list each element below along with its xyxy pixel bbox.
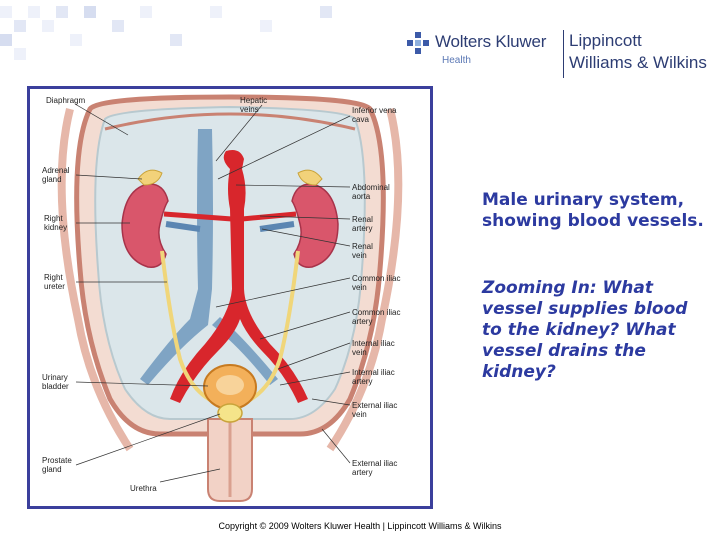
logo-divider — [563, 30, 564, 78]
figure-caption: Male urinary system, showing blood vesse… — [482, 190, 704, 231]
decor-square — [14, 20, 26, 32]
decor-square — [0, 34, 12, 46]
decor-square — [84, 6, 96, 18]
decor-square — [260, 20, 272, 32]
brand-secondary-line2: Williams & Wilkins — [569, 53, 707, 72]
decor-square — [320, 6, 332, 18]
brand-primary: Wolters Kluwer — [435, 32, 547, 51]
wolters-kluwer-logo-icon — [407, 32, 429, 54]
zooming-in-question: Zooming In: What vessel supplies blood t… — [482, 278, 688, 382]
label-diaphragm: Diaphragm — [46, 96, 85, 105]
decor-square — [70, 34, 82, 46]
brand-secondary-line1: Lippincott — [569, 31, 642, 50]
decor-square — [42, 20, 54, 32]
decor-square — [112, 20, 124, 32]
decor-square — [140, 6, 152, 18]
decor-square — [14, 48, 26, 60]
decor-square — [28, 6, 40, 18]
decor-square — [0, 6, 12, 18]
decor-square — [210, 6, 222, 18]
decor-square — [56, 6, 68, 18]
brand-sub: Health — [442, 55, 471, 66]
copyright-text: Copyright © 2009 Wolters Kluwer Health |… — [218, 521, 502, 531]
publisher-logo: Wolters Kluwer Health Lippincott William… — [407, 30, 717, 78]
label-urethra: Urethra — [130, 484, 157, 493]
header-band — [0, 0, 720, 82]
decor-square — [170, 34, 182, 46]
copyright-footer: Copyright © 2009 Wolters Kluwer Health |… — [0, 521, 720, 531]
